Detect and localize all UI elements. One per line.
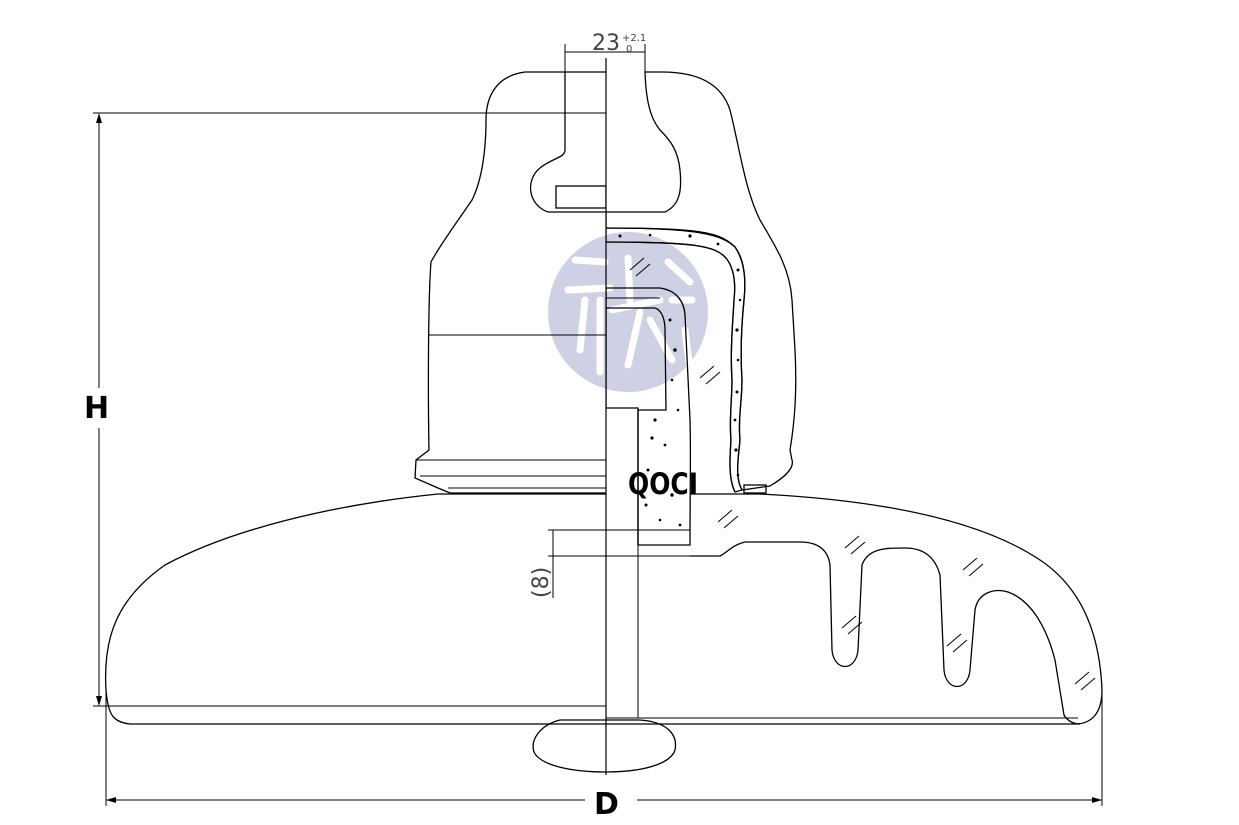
height-label: H (84, 391, 109, 426)
depth-dimension: (8) (529, 529, 690, 598)
depth-label: (8) (529, 567, 554, 598)
height-dimension: H (84, 112, 606, 707)
brand-label: QOCI (628, 467, 698, 501)
watermark-seal-icon (548, 232, 708, 392)
pin-hole-tol-lower: 0 (626, 44, 632, 55)
pin-hole-value: 23 (592, 31, 620, 56)
pin-ball (532, 719, 677, 773)
shed-section (606, 493, 1103, 725)
section-view (606, 71, 1103, 725)
exterior-view (104, 71, 606, 725)
pin-hole-tol-upper: +2.1 (622, 33, 646, 44)
diameter-label: D (594, 787, 619, 822)
pin-hole-dimension: 23 +2.1 0 (564, 31, 646, 72)
shed-outline (104, 493, 606, 725)
diameter-dimension: D (105, 690, 1103, 822)
cap-outline (414, 71, 606, 494)
